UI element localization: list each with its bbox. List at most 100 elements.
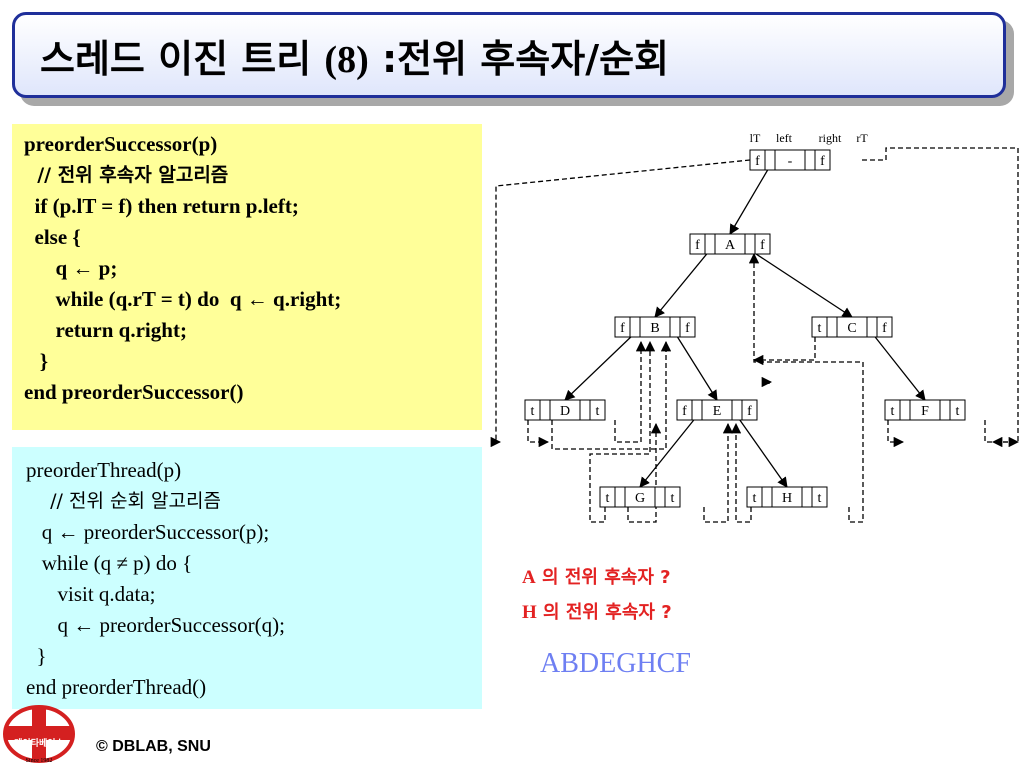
thread-link [703,422,734,523]
title-number: (8) [324,39,369,81]
code-line: end preorderThread() [26,675,207,699]
child-link [654,249,711,318]
code-line: } [26,644,47,668]
node-cell-text: C [847,321,856,336]
child-link [749,249,853,318]
node-box [614,316,696,338]
node-cell-text: f [685,321,690,336]
node-box [599,486,681,508]
node-cell-text: t [956,404,960,419]
thread-link [551,340,672,450]
preorder-successor-code: preorderSuccessor(p) // 전위 후속자 알고리즘 if (… [12,124,482,430]
node-cell-text: f [755,154,760,169]
node-head: f-f [749,149,831,171]
code-line: // 전위 순회 알고리즘 [26,490,221,512]
node-box [884,399,966,421]
thread-link [627,422,662,523]
question-h: H 의 전위 후속자 ? [522,598,672,624]
node-cell-text: f [760,238,765,253]
node-cell-text: t [606,491,610,506]
node-cell-text: f [882,321,887,336]
code-line: // 전위 후속자 알고리즘 [24,164,229,186]
node-box [749,149,831,171]
node-cell-text: f [620,321,625,336]
thread-link [748,252,864,523]
thread-link [614,340,647,443]
node-cell-text: - [788,154,793,169]
node-cell-text: t [671,491,675,506]
thread-link [887,420,905,448]
page-title: 스레드 이진 트리 (8) :전위 후속자/순회 [40,28,669,83]
node-cell-text: f [695,238,700,253]
traversal-answer: ABDEGHCF [540,648,691,679]
preorder-thread-code: preorderThread(p) // 전위 순회 알고리즘 q ← preo… [12,447,482,709]
thread-link [589,340,656,523]
node-box [524,399,606,421]
node-box [676,399,758,421]
code-line: preorderSuccessor(p) [24,132,218,156]
header-label: left [776,131,793,145]
child-link [729,165,771,235]
code-line: return q.right; [24,318,187,342]
node-cell-text: f [682,404,687,419]
node-cell-text: t [753,491,757,506]
thread-link [761,376,773,388]
node-cell-text: H [782,491,792,506]
question-a-text: 의 전위 후속자 ? [535,567,671,588]
logo-text: 데이타베이스 [14,737,64,748]
question-h-letter: H [522,602,537,623]
title-part3: :전위 후속자/순회 [368,37,669,81]
logo-since: Since 1982 [26,758,53,764]
node-cell-text: f [747,404,752,419]
question-h-text: 의 전위 후속자 ? [536,602,672,623]
question-a-letter: A [522,567,536,588]
thread-links [490,147,1020,523]
thread-link [490,159,751,448]
child-link [564,332,636,401]
code-line: end preorderSuccessor() [24,380,244,404]
node-cell-text: t [596,404,600,419]
node-cell-text: B [650,321,659,336]
node-cell-text: t [531,404,535,419]
node-cell-text: E [713,404,722,419]
header-label: rT [856,131,868,145]
node-cell-text: t [891,404,895,419]
code-line: else { [24,225,81,249]
node-cell-text: G [635,491,645,506]
code-line: preorderThread(p) [26,458,182,482]
title-banner [12,12,1006,98]
node-box [689,233,771,255]
child-link [871,332,926,401]
node-cell-text: f [820,154,825,169]
thread-link [527,420,550,448]
header-label: right [819,131,842,145]
node-cell-text: t [818,321,822,336]
thread-link [752,337,816,366]
node-box [746,486,828,508]
node-cell-text: D [560,404,570,419]
child-link [736,415,788,488]
copyright: © DBLAB, SNU [96,738,211,755]
title-part1: 스레드 이진 트리 [40,37,325,81]
child-link [674,332,718,401]
question-a: A 의 전위 후속자 ? [522,563,671,589]
code-line: visit q.data; [26,582,156,606]
code-line: while (q.rT = t) do q ← q.right; [24,287,342,311]
header-label: lT [750,131,761,145]
code-line: } [24,349,49,373]
code-line: q ← p; [24,256,118,280]
code-line: if (p.lT = f) then return p.left; [24,194,299,218]
child-link [639,415,698,488]
thread-link [862,147,1019,448]
code-line: while (q ≠ p) do { [26,551,193,575]
